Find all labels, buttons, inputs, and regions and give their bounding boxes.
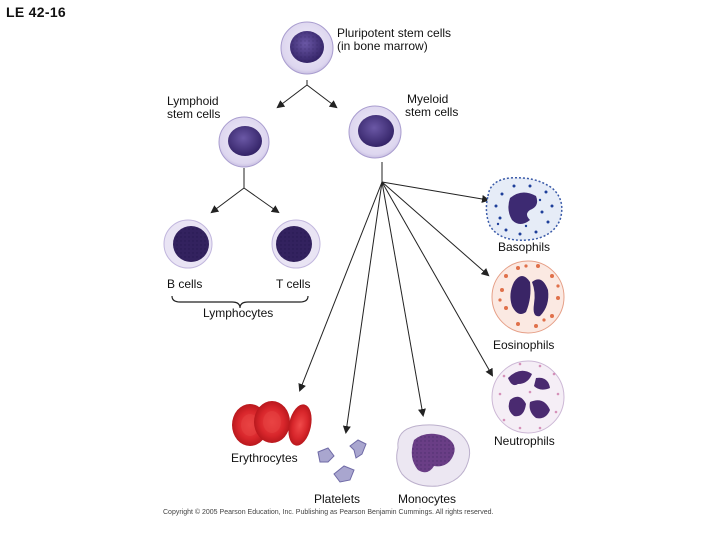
basophil-cell [485,176,563,241]
neutrophils-label: Neutrophils [494,434,555,448]
b-cells-label: B cells [167,277,203,291]
lymphoid-label-line2: stem cells [167,107,221,121]
pluripotent-stem-cell [280,21,334,75]
lymphoid-label-line1: Lymphoid [167,94,219,108]
monocytes-label: Monocytes [398,492,457,506]
b-cell [163,219,213,269]
myeloid-stem-cell [348,105,402,159]
platelets [317,439,367,483]
pluripotent-label: Pluripotent stem cells (in bone marrow) [337,27,451,53]
eosinophil-cell [491,260,565,334]
myeloid-label: Myeloid stem cells [405,93,458,119]
lymphocytes-label: Lymphocytes [203,306,274,320]
t-cell [271,219,321,269]
myeloid-label-line1: Myeloid [407,92,449,106]
eosinophils-label: Eosinophils [493,338,555,352]
neutrophil-cell [491,360,565,434]
t-cells-label: T cells [276,277,311,291]
lymphoid-stem-cell [218,116,270,168]
monocyte-cell [396,424,471,487]
slide-title: LE 42-16 [6,4,66,20]
erythrocytes [232,401,312,446]
myeloid-label-line2: stem cells [405,105,459,119]
basophils-label: Basophils [498,240,551,254]
erythrocytes-label: Erythrocytes [231,451,298,465]
arrows [171,80,493,434]
pluripotent-label-line1: Pluripotent stem cells [337,26,452,40]
copyright-notice: Copyright © 2005 Pearson Education, Inc.… [163,509,494,516]
pluripotent-label-line2: (in bone marrow) [337,39,428,53]
lymphoid-label: Lymphoid stem cells [167,95,220,121]
platelets-label: Platelets [314,492,361,506]
